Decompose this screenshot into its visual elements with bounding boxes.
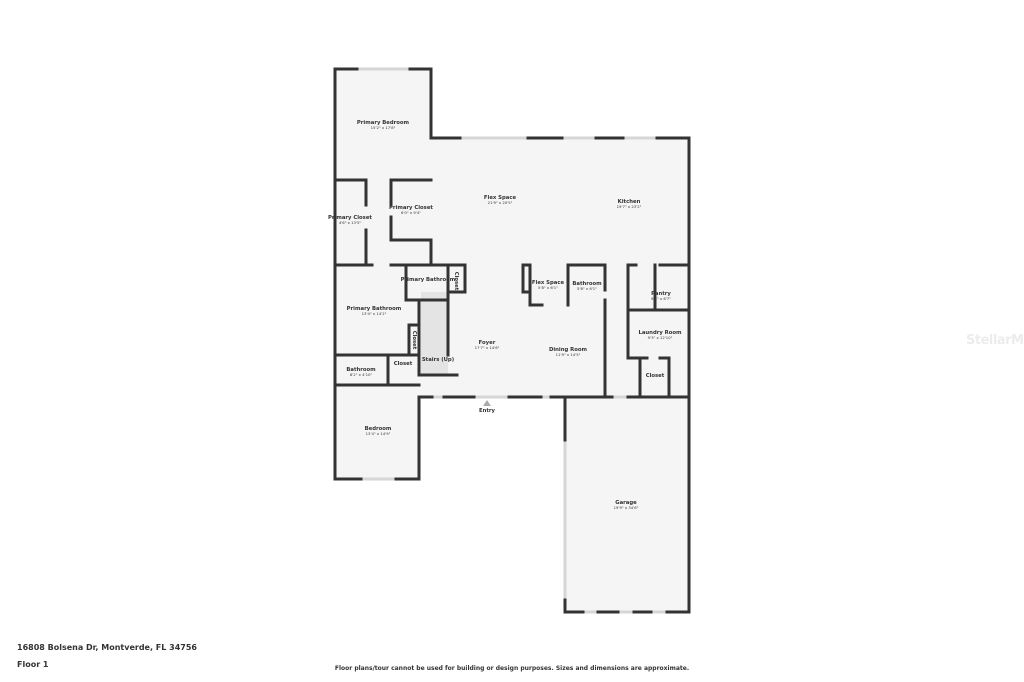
room-dimensions: 19'9" x 34'6" (613, 504, 639, 510)
watermark: StellarMLS (966, 333, 1024, 348)
room-name: Garage (615, 499, 637, 506)
room-name: Closet (411, 330, 418, 350)
room-name: Primary Bathroom (400, 276, 456, 283)
address: 16808 Bolsena Dr, Montverde, FL 34756 (17, 643, 197, 652)
room-dimensions: 19'7" x 23'2" (616, 203, 642, 209)
room-name: Primary Bedroom (356, 119, 410, 126)
room-name: Bathroom (572, 280, 602, 287)
room-name: Primary Closet (328, 214, 372, 221)
windows (333, 67, 691, 614)
room-name: Flex Space (483, 194, 517, 201)
room-name: Closet (645, 372, 665, 379)
room-label: Closet (394, 361, 413, 367)
room-dimensions: 21'9" x 20'5" (487, 199, 513, 205)
room-name: Bedroom (364, 425, 392, 432)
room-name: Flex Space (531, 279, 565, 286)
room-name: Dining Room (548, 346, 588, 353)
room-name: Foyer (478, 339, 496, 346)
room-label: Stairs (Up) (422, 357, 454, 363)
room-dimensions: 5'8" x 6'1" (538, 284, 558, 290)
room-dimensions: 8'2" x 4'10" (349, 371, 373, 377)
room-name: Laundry Room (638, 329, 682, 336)
room-name: Kitchen (617, 198, 641, 205)
room-name: Primary Closet (389, 204, 433, 211)
room-name: Stairs (Up) (421, 356, 455, 363)
floor-area (335, 69, 689, 612)
room-label: Closet (646, 373, 665, 379)
room-dimensions: 4'6" x 13'5" (338, 219, 362, 225)
room-label: Closet (411, 331, 417, 350)
room-name: Primary Bathroom (346, 305, 402, 312)
room-dimensions: 13'4" x 14'9" (365, 430, 391, 436)
room-dimensions: 6'0" x 9'4" (401, 209, 421, 215)
room-name: Pantry (651, 290, 671, 297)
disclaimer: Floor plans/tour cannot be used for buil… (334, 665, 690, 672)
room-label: Closet (453, 272, 459, 291)
room-name: Entry (479, 407, 495, 414)
room-label: Entry (479, 408, 495, 414)
room-dimensions: 17'7" x 14'6" (474, 344, 500, 350)
room-dimensions: 15'2" x 17'8" (370, 124, 396, 130)
room-dimensions: 11'9" x 14'5" (555, 351, 581, 357)
room-label: Primary Bathroom (401, 277, 456, 283)
room-dimensions: 13'4" x 14'2" (361, 310, 387, 316)
walls (333, 67, 691, 614)
room-dimensions: 5'8" x 6'1" (577, 285, 597, 291)
room-dimensions: 9'3" x 6'7" (651, 295, 671, 301)
entry-arrow-icon (483, 400, 491, 406)
room-dimensions: 9'3" x 12'10" (647, 334, 673, 340)
floor-label: Floor 1 (17, 660, 49, 669)
room-name: Closet (393, 360, 413, 367)
room-name: Closet (453, 271, 460, 291)
room-name: Bathroom (346, 366, 376, 373)
stairs (421, 292, 448, 375)
